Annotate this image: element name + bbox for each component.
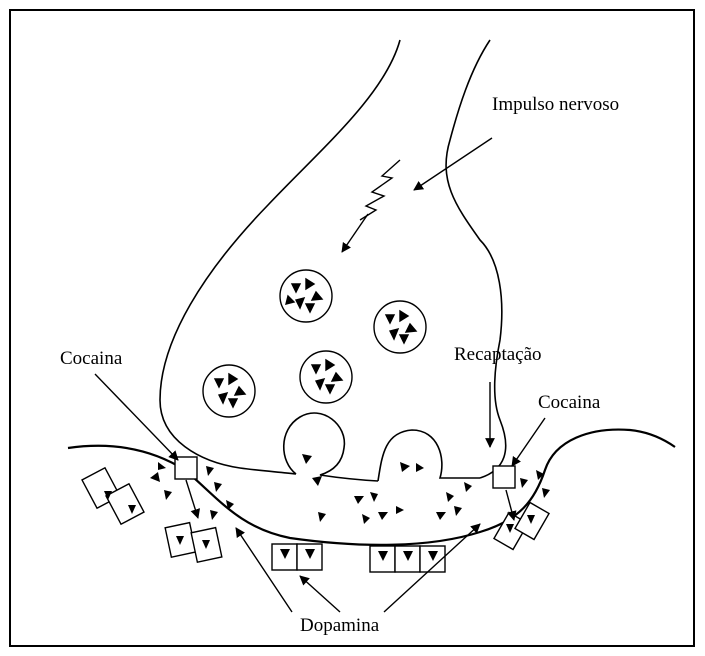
- transporter-right: [493, 466, 515, 488]
- transporter-left-arrow: [186, 480, 198, 518]
- presynaptic-terminal: [160, 40, 506, 481]
- cocaine-left-label: Cocaina: [60, 348, 123, 369]
- impulse-arrow: [414, 138, 492, 190]
- dopamine-label: Dopamina: [300, 615, 380, 636]
- vesicles: [203, 270, 426, 417]
- free-dopamine: [150, 454, 550, 524]
- reuptake-label: Recaptação: [454, 344, 542, 365]
- impulse-label: Impulso nervoso: [492, 94, 619, 115]
- receptor-mid-pair: [272, 544, 322, 570]
- vesicle-1: [280, 270, 332, 322]
- vesicle-3: [203, 365, 255, 417]
- receptor-left-pair: [82, 468, 144, 524]
- transporter-boxes: [175, 457, 515, 488]
- impulse-zigzag: [360, 160, 400, 220]
- vesicle-2: [374, 301, 426, 353]
- cocaine-right-arrow: [512, 418, 545, 466]
- vesicle-4: [300, 351, 352, 403]
- dopamine-arrow-mid: [300, 576, 340, 612]
- impulse-down-arrow: [342, 214, 368, 252]
- receptor-group: [82, 468, 549, 572]
- cocaine-right-label: Cocaina: [538, 392, 601, 413]
- postsynaptic-membrane: [68, 430, 675, 545]
- transporter-left: [175, 457, 197, 479]
- receptor-lower-left-pair: [165, 523, 222, 563]
